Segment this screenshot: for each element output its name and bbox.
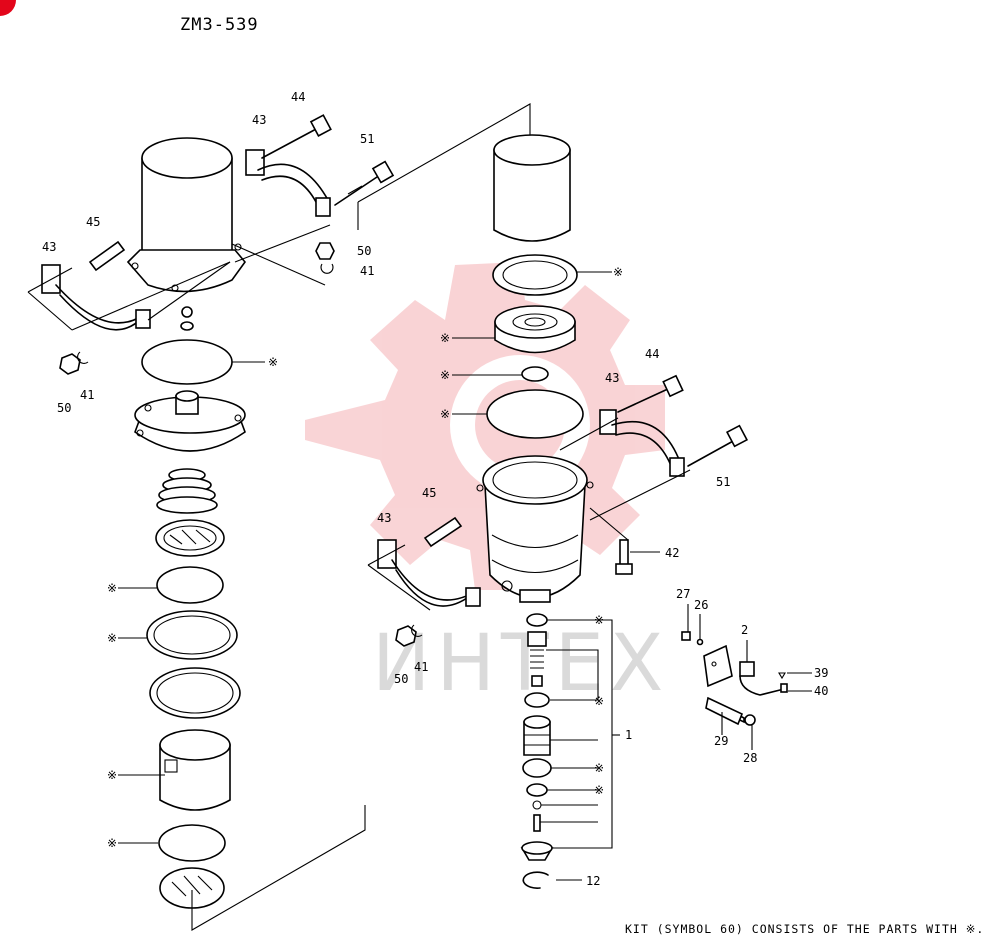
label-40: 40: [814, 684, 828, 698]
label-42: 42: [665, 546, 679, 560]
left-bolt-44: [261, 114, 332, 159]
switch-assembly: [681, 604, 812, 750]
label-51-left: 51: [360, 132, 374, 146]
kit-markers: ※ ※ ※ ※ ※ ※ ※ ※ ※ ※ ※ ※ ※: [107, 265, 623, 850]
left-ring: [146, 610, 238, 660]
label-44-right: 44: [645, 347, 659, 361]
part-number-labels: 44 43 51 45 43 50 41 50 41 44 43 51 45 4…: [42, 90, 828, 888]
svg-text:※: ※: [594, 613, 604, 627]
footer-note: KIT (SYMBOL 60) CONSISTS OF THE PARTS WI…: [625, 922, 984, 936]
right-screw-42: [615, 539, 633, 575]
right-o-ring: [486, 389, 584, 439]
watermark-text: ИНТЕХ: [372, 619, 669, 709]
label-45-right: 45: [422, 486, 436, 500]
label-41-right: 41: [414, 660, 428, 674]
label-1: 1: [625, 728, 632, 742]
right-band-clamp-lower: [367, 539, 481, 611]
svg-text:※: ※: [107, 836, 117, 850]
svg-text:※: ※: [107, 768, 117, 782]
label-43-lower-left: 43: [42, 240, 56, 254]
right-flat-gasket: [492, 254, 578, 296]
svg-text:※: ※: [107, 631, 117, 645]
label-41-upper: 41: [360, 264, 374, 278]
left-disc: [156, 566, 224, 604]
label-29: 29: [714, 734, 728, 748]
left-large-ring: [149, 667, 241, 719]
label-12: 12: [586, 874, 600, 888]
left-filter-element: [159, 729, 231, 811]
label-43-upper-left: 43: [252, 113, 266, 127]
label-50-right: 50: [394, 672, 408, 686]
svg-text:※: ※: [594, 761, 604, 775]
left-gasket-1: [141, 339, 233, 385]
label-2: 2: [741, 623, 748, 637]
label-41-left: 41: [80, 388, 94, 402]
label-39: 39: [814, 666, 828, 680]
right-pin-45: [423, 516, 463, 548]
label-50-left: 50: [57, 401, 71, 415]
svg-text:※: ※: [440, 407, 450, 421]
right-main-housing: [476, 455, 594, 603]
left-band-clamp-upper: [245, 149, 331, 217]
label-28: 28: [743, 751, 757, 765]
right-band-clamp-upper: [559, 409, 685, 477]
svg-text:※: ※: [613, 265, 623, 279]
svg-text:※: ※: [594, 694, 604, 708]
left-bottom-disc: [158, 824, 226, 862]
left-canister-top: [126, 137, 247, 293]
left-filter-assembly: [27, 114, 395, 931]
left-bottom-screen: [159, 867, 225, 909]
label-44-left: 44: [291, 90, 305, 104]
label-43-upper-right: 43: [605, 371, 619, 385]
svg-text:※: ※: [268, 355, 278, 369]
label-43-lower-right: 43: [377, 511, 391, 525]
left-pin-45: [88, 240, 126, 272]
svg-text:※: ※: [594, 783, 604, 797]
svg-text:※: ※: [440, 331, 450, 345]
left-screen-disc: [155, 519, 225, 557]
diagram-code: ZM3-539: [180, 15, 259, 35]
left-head-housing: [134, 390, 246, 452]
left-spring: [156, 468, 218, 514]
left-band-clamp-lower: [27, 261, 231, 331]
label-26: 26: [694, 598, 708, 612]
label-45-left: 45: [86, 215, 100, 229]
label-51-right: 51: [716, 475, 730, 489]
right-canister-top: [493, 134, 571, 242]
svg-text:※: ※: [440, 368, 450, 382]
left-bolt-51: [334, 160, 395, 206]
corner-badge: [0, 0, 16, 16]
label-50-upper: 50: [357, 244, 371, 258]
svg-text:※: ※: [107, 581, 117, 595]
label-27: 27: [676, 587, 690, 601]
right-filter-assembly: [357, 103, 749, 889]
right-small-washer: [521, 366, 549, 382]
right-valve-cap: [494, 305, 576, 354]
